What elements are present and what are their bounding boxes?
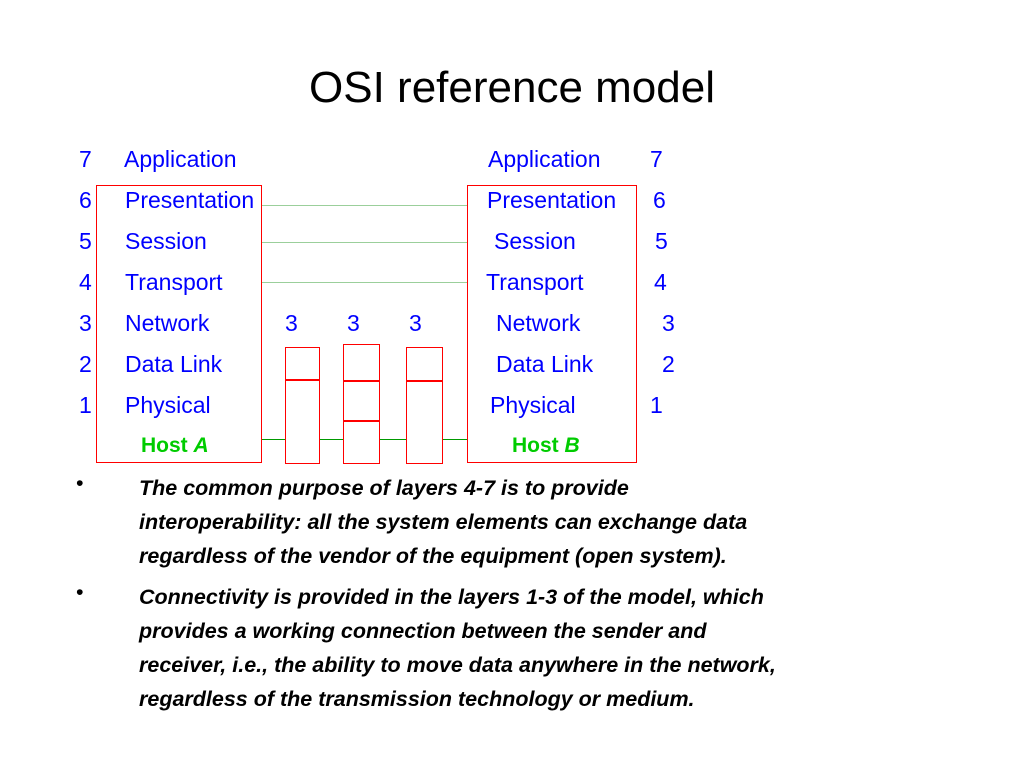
right-layer-number: 3 [662,310,675,336]
right-layer-name: Network [496,310,581,336]
relay-node-1-lower [285,380,320,464]
right-layer-number: 4 [654,269,667,295]
physical-link-2 [320,439,343,440]
right-layer-name: Data Link [496,351,594,377]
left-layer-name: Data Link [125,351,223,377]
physical-link-3 [380,439,406,440]
relay-node-2-lower [343,421,380,464]
left-layer-number: 1 [79,392,92,418]
right-layer-number: 2 [662,351,675,377]
relay-node-3-lower [406,381,443,464]
peer-line-presentation [262,205,467,206]
bullet-marker: • [76,471,84,495]
right-layer-name: Presentation [487,187,617,213]
relay-layer-label: 3 [347,310,360,336]
right-layer-name: Physical [490,392,576,418]
relay-node-2-upper [343,344,380,381]
peer-line-transport [262,282,467,283]
host-a-box [96,185,262,463]
slide-title: OSI reference model [309,63,715,112]
left-layer-name: Session [125,228,207,254]
host-b-box [467,185,637,463]
host-b-label: Host B [512,434,580,457]
left-layer-number: 3 [79,310,92,336]
left-layer-name: Transport [125,269,223,295]
relay-node-3-upper [406,347,443,381]
physical-link-4 [443,439,467,440]
relay-layer-label: 3 [409,310,422,336]
peer-line-session [262,242,467,243]
relay-node-1-upper [285,347,320,380]
right-layer-number: 7 [650,146,663,172]
bullet-text: Connectivity is provided in the layers 1… [139,585,776,711]
relay-layer-label: 3 [285,310,298,336]
physical-link-1 [262,439,285,440]
left-layer-number: 7 [79,146,92,172]
host-a-label: Host A [141,434,209,457]
right-layer-number: 5 [655,228,668,254]
bullet-marker: • [76,580,84,604]
right-layer-number: 1 [650,392,663,418]
left-layer-number: 2 [79,351,92,377]
right-layer-name: Transport [486,269,584,295]
left-layer-name: Application [124,146,237,172]
left-layer-number: 5 [79,228,92,254]
right-layer-name: Application [488,146,601,172]
relay-node-2-middle [343,381,380,421]
left-layer-number: 6 [79,187,92,213]
bullet-text: The common purpose of layers 4-7 is to p… [139,476,748,568]
left-layer-number: 4 [79,269,92,295]
right-layer-number: 6 [653,187,666,213]
left-layer-name: Presentation [125,187,255,213]
right-layer-name: Session [494,228,576,254]
left-layer-name: Network [125,310,210,336]
left-layer-name: Physical [125,392,211,418]
